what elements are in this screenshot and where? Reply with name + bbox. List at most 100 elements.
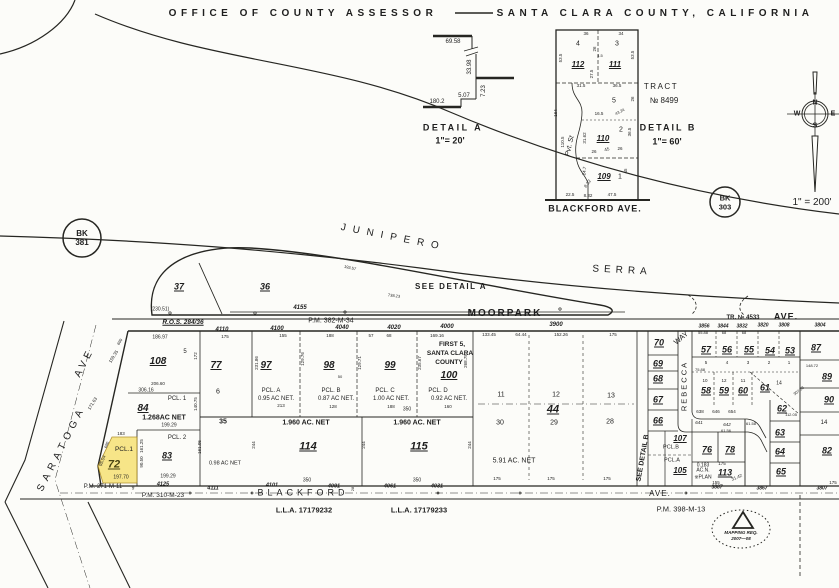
- street-ave: AVE.: [773, 311, 799, 322]
- measurement: (230.51): [150, 306, 170, 313]
- lot-number: 2: [767, 359, 771, 365]
- measurement: 638: [696, 408, 704, 414]
- measurement: 244: [360, 441, 366, 449]
- measurement: 193.57: [343, 263, 357, 272]
- lot-number: 6: [216, 388, 220, 396]
- measurement: 235.67: [416, 356, 422, 370]
- measurement: 68: [386, 332, 392, 338]
- tract-label: TRACT: [643, 82, 679, 91]
- parcel-area: 1.960 AC. NET: [282, 419, 330, 427]
- measurement: 68: [721, 330, 727, 335]
- measurement: 172: [192, 352, 198, 360]
- parcel-number-60: 60: [737, 385, 749, 396]
- lot-number: 3: [615, 40, 619, 48]
- measurement: 16.5: [594, 110, 604, 116]
- address: 3856: [698, 323, 710, 330]
- measurement: 738.23: [387, 292, 401, 299]
- parcel-plan-note: ※PLAN: [694, 474, 712, 481]
- parcel-number-56: 56: [721, 344, 733, 355]
- measurement: 155: [279, 332, 287, 338]
- measurement: 186.97: [152, 334, 168, 341]
- book-circle-381: [62, 218, 102, 258]
- measurement: 175: [829, 479, 837, 485]
- first5-line2: SANTA CLARA: [426, 349, 474, 357]
- measurement: 45: [603, 146, 610, 153]
- parcel-number-54: 54: [764, 345, 776, 356]
- ref-pm-398: P.M. 398-M-13: [656, 504, 706, 514]
- see-detail-a-note: SEE DETAIL A: [414, 282, 488, 291]
- measurement: 31.42: [730, 472, 743, 482]
- parcel-number-83: 83: [161, 450, 173, 461]
- right-block-lines: [648, 331, 839, 486]
- parcel-number-53: 53: [784, 345, 796, 356]
- compass-n: N: [812, 99, 818, 107]
- parcel-number-61: 61: [759, 382, 771, 393]
- parcel-number-90: 90: [823, 394, 835, 405]
- parcel-number-113: 113: [717, 467, 733, 478]
- address: 3804: [814, 322, 826, 329]
- parcel-number-65: 65: [775, 466, 787, 477]
- measurement: 31.62: [581, 132, 587, 144]
- lot-number: 4: [725, 359, 729, 365]
- parcel-number-77: 77: [210, 360, 222, 371]
- measurement: 206.60: [151, 380, 165, 386]
- measurement: 171.63: [86, 396, 99, 411]
- parcel-number-114: 114: [299, 440, 317, 453]
- parcel-number-87: 87: [810, 342, 822, 353]
- lot-number: 12: [721, 377, 727, 383]
- measurement: 199.29: [160, 473, 176, 480]
- lot-number: 11: [497, 391, 505, 399]
- compass-rose-icon: [787, 71, 839, 193]
- freeway-junipero-serra: [0, 0, 839, 304]
- parcel-pcl-d: PCL. D: [428, 388, 448, 394]
- measurement: 28: [350, 486, 355, 492]
- highlighted-parcel-72[interactable]: [97, 436, 138, 484]
- measurement: 68: [741, 330, 747, 335]
- moorpark-ave-lines: [112, 294, 839, 320]
- measurement: 213: [277, 402, 285, 408]
- measurement: 110.5: [559, 136, 565, 148]
- ref-pm-382: P.M. 382-M-34: [308, 317, 354, 325]
- parcel-number-107: 107: [673, 434, 687, 443]
- street-blackford-ave: AVE.: [649, 489, 671, 498]
- measurement: 350: [302, 477, 312, 484]
- book-circle-bk: BK: [76, 229, 88, 238]
- lot-number: 11: [740, 377, 746, 383]
- map-title-right: SANTA CLARA COUNTY, CALIFORNIA: [496, 8, 814, 19]
- street-rebecca: REBECCA: [679, 360, 689, 412]
- address: 3844: [717, 323, 729, 330]
- lot-number: 1: [618, 173, 622, 181]
- measurement: 8.32: [583, 192, 593, 198]
- measurement: 128: [329, 403, 337, 409]
- parcel-number-63: 63: [774, 427, 786, 438]
- measurement: 75.88: [694, 367, 706, 372]
- parcel-number-105: 105: [673, 466, 687, 475]
- parcel-number-98: 98: [323, 360, 335, 371]
- lot-number: 29: [550, 419, 558, 427]
- parcel-number-58: 58: [700, 385, 712, 396]
- measurement: 112.05: [785, 412, 797, 417]
- measurement: 61.58: [745, 421, 757, 426]
- measurement: 199.29: [161, 422, 177, 429]
- measurement: 160: [444, 403, 452, 409]
- address: 9: [131, 485, 135, 492]
- parcel-number-44: 44: [546, 403, 560, 416]
- first5-line1: FIRST 5,: [438, 340, 466, 348]
- address: 3887: [711, 484, 723, 491]
- ref-lla-1: L.L.A. 17179232: [275, 505, 333, 515]
- street-blackford: BLACKFORD: [257, 487, 349, 498]
- measurement: 175: [221, 333, 229, 339]
- parcel-number-108: 108: [149, 356, 167, 367]
- parcel-number-109: 109: [597, 172, 611, 181]
- measurement: 152.26: [554, 331, 568, 337]
- measurement: 7.23: [481, 85, 487, 97]
- measurement: 36.5: [626, 127, 632, 137]
- detail-b-figure: [545, 29, 650, 201]
- measurement: 129.71: [356, 356, 362, 370]
- measurement: 43.24: [614, 107, 626, 117]
- ref-pm-310: P.M. 310-M-23: [141, 491, 185, 499]
- parcel-number-111: 111: [608, 60, 622, 69]
- blackford-ave-lines: [20, 485, 839, 578]
- ref-pm-271: P.M. 271-M-11: [83, 484, 123, 490]
